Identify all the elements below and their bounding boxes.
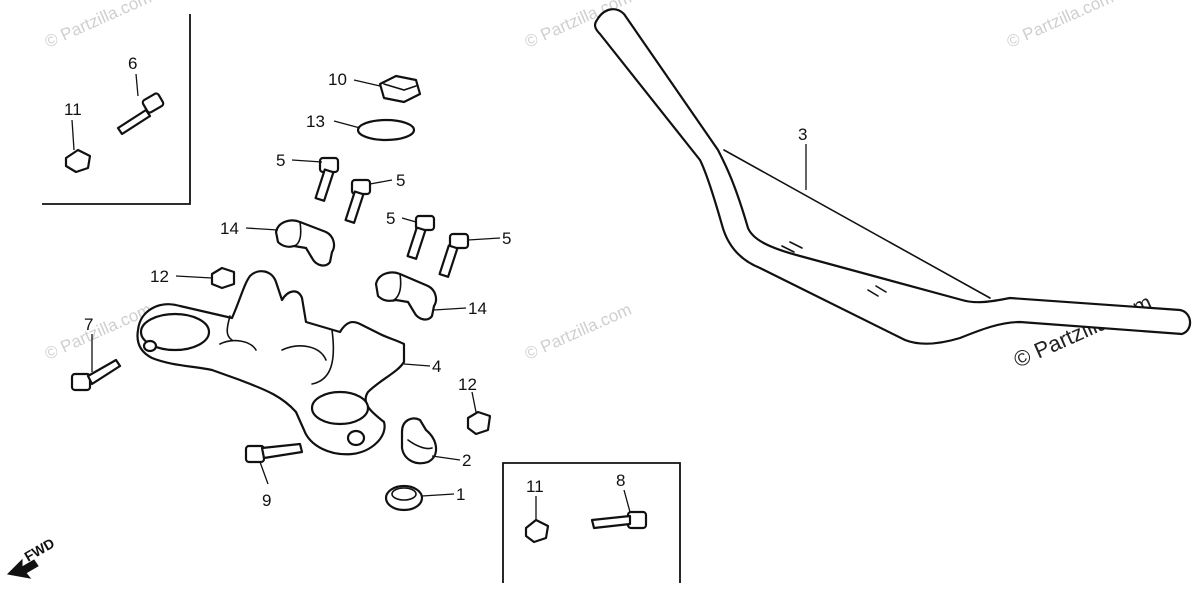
handlebar-part-3 (593, 8, 1192, 345)
inset-box-bottom-center (502, 462, 681, 583)
bolt-part-8 (590, 510, 648, 530)
callout-14-b: 14 (468, 299, 487, 318)
watermark-mid-center: © Partzilla.com (522, 300, 634, 364)
callout-13: 13 (306, 112, 325, 131)
callout-2: 2 (462, 451, 471, 470)
callout-7: 7 (84, 315, 93, 334)
inset-box-top-left (42, 14, 191, 205)
nut-part-10-detail (383, 83, 417, 91)
callout-9: 9 (262, 491, 271, 510)
callout-4: 4 (432, 357, 441, 376)
bolt-part-5-d (438, 232, 470, 278)
callout-5-c: 5 (386, 209, 395, 228)
callout-5-d: 5 (502, 229, 511, 248)
grommet-part-1 (384, 484, 424, 512)
callout-5-b: 5 (396, 171, 405, 190)
watermark-top-left: © Partzilla.com (42, 0, 154, 52)
callout-12-b: 12 (458, 375, 477, 394)
bolt-part-7 (70, 358, 122, 392)
callout-10: 10 (328, 70, 347, 89)
callout-labels: 6 11 10 13 5 5 5 5 14 14 12 12 7 4 2 1 9… (64, 54, 807, 510)
callout-5-a: 5 (276, 151, 285, 170)
callout-11-a: 11 (64, 100, 82, 119)
bolt-part-5-b (344, 178, 372, 224)
forward-label: FWD (22, 535, 58, 565)
leader-lines (71, 73, 807, 520)
forward-direction-indicator: FWD (6, 535, 58, 579)
callout-1: 1 (456, 485, 465, 504)
bolt-part-5-a (314, 156, 340, 202)
nut-part-11-a (64, 148, 92, 174)
top-bridge-part-4 (136, 270, 406, 456)
nut-part-12-a (210, 266, 236, 290)
bolt-part-9 (244, 442, 304, 464)
clip-part-2 (400, 417, 438, 465)
callout-8: 8 (616, 471, 625, 490)
callout-11-b: 11 (526, 477, 544, 496)
bolt-part-6 (116, 92, 165, 136)
nut-part-11-b (524, 518, 550, 544)
holder-cap-part-14-upper (274, 219, 336, 267)
callout-6: 6 (128, 54, 137, 73)
nut-part-12-b (466, 410, 492, 436)
callout-14-a: 14 (220, 219, 239, 238)
watermark-top-right: © Partzilla.com (1004, 0, 1116, 52)
callout-3: 3 (798, 125, 807, 144)
washer-part-13 (356, 118, 416, 142)
holder-cap-part-14-lower (374, 271, 438, 321)
bolt-part-5-c (406, 214, 436, 260)
callout-12-a: 12 (150, 267, 169, 286)
forward-arrow-icon (6, 558, 39, 579)
